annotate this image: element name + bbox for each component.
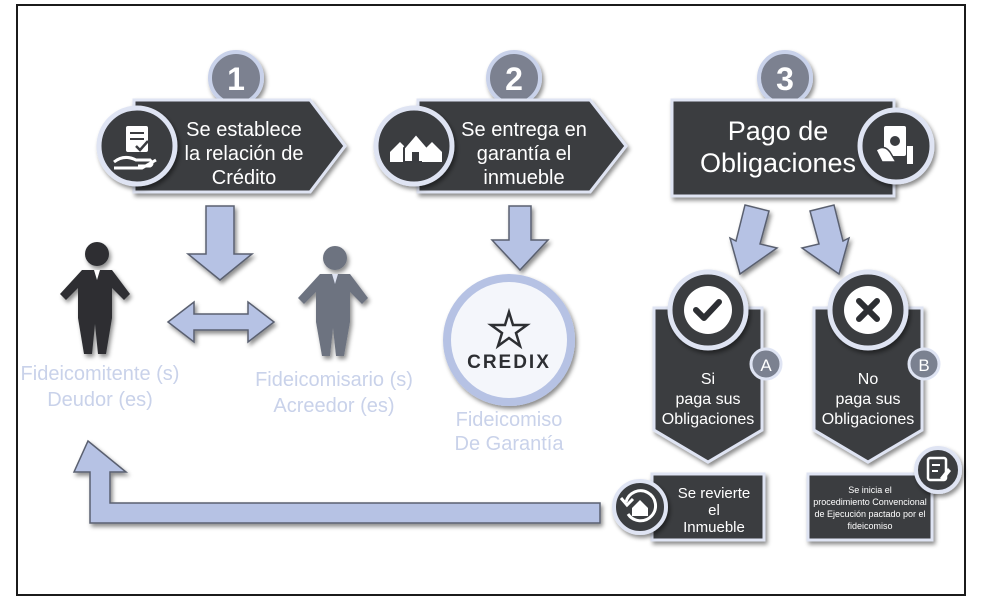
outcome-b: B No paga sus Obligaciones xyxy=(812,269,941,464)
outcome-a: A Si paga sus Obligaciones xyxy=(652,269,783,464)
step-2: 2 Se entrega en garantía el inmueble xyxy=(373,50,628,194)
credix-logo-text: CREDIX xyxy=(467,352,551,373)
step-1-number: 1 xyxy=(227,61,245,97)
trust-label-line1: Fideicomiso xyxy=(456,409,563,431)
credit-hand-icon xyxy=(96,105,178,187)
step-2-number: 2 xyxy=(505,61,523,97)
creditor-label-line1: Fideicomisario (s) xyxy=(255,369,413,391)
arrow-down-left-step-3 xyxy=(728,204,779,276)
outcome-a-line2: paga sus xyxy=(676,391,741,408)
result-b-line3: de Ejecución pactado por el xyxy=(814,509,925,519)
outcome-a-badge-letter: A xyxy=(760,356,772,375)
return-arrow xyxy=(72,439,601,524)
result-a-line2: el xyxy=(708,502,720,519)
trust-label-line2: De Garantía xyxy=(455,433,565,455)
arrow-down-step-2 xyxy=(490,205,550,272)
outcome-a-line3: Obligaciones xyxy=(662,411,755,428)
step-1-line3: Crédito xyxy=(212,167,276,189)
check-icon xyxy=(667,269,749,351)
result-b-line1: Se inicia el xyxy=(848,485,892,495)
clipboard-edit-icon xyxy=(914,446,962,494)
arrow-down-right-step-3 xyxy=(800,204,851,276)
step-3-box xyxy=(670,98,896,198)
flow-arrows-top xyxy=(185,204,851,281)
outcome-b-badge xyxy=(907,347,941,381)
house-revert-icon xyxy=(612,479,668,535)
exchange-double-arrow xyxy=(166,300,276,344)
debtor-label-line1: Fideicomitente (s) xyxy=(21,363,180,385)
arrow-down-step-1 xyxy=(185,205,255,281)
outcome-b-badge-letter: B xyxy=(918,356,929,375)
outcome-b-line1: No xyxy=(858,371,879,388)
star-icon xyxy=(487,307,531,350)
creditor-figure xyxy=(298,246,368,356)
cross-icon xyxy=(827,269,909,351)
step-1-line1: Se establece xyxy=(186,119,302,141)
debtor-label-line2: Deudor (es) xyxy=(47,389,153,411)
result-b: Se inicia el procedimiento Convencional … xyxy=(806,446,962,542)
result-b-line2: procedimiento Convencional xyxy=(813,497,927,507)
trust-logo: CREDIX xyxy=(443,274,575,406)
result-b-line4: fideicomiso xyxy=(847,521,892,531)
result-a-box xyxy=(650,472,766,542)
step-1-line2: la relación de xyxy=(185,143,304,165)
money-hand-icon xyxy=(857,107,935,185)
step-2-line3: inmueble xyxy=(483,167,564,189)
step-2-line1: Se entrega en xyxy=(461,119,587,141)
step-3-number: 3 xyxy=(776,61,794,97)
result-b-box xyxy=(806,472,934,542)
result-a-line1: Se revierte xyxy=(678,485,751,502)
step-1: 1 Se establece la relación de Crédito xyxy=(96,50,347,194)
step-3-line2: Obligaciones xyxy=(700,148,856,178)
outcome-a-line1: Si xyxy=(701,371,715,388)
result-a-line3: Inmueble xyxy=(683,519,745,536)
outcome-b-line3: Obligaciones xyxy=(822,411,915,428)
creditor-label-line2: Acreedor (es) xyxy=(273,395,394,417)
houses-icon xyxy=(373,105,455,187)
step-2-line2: garantía el xyxy=(477,143,572,165)
outcome-b-line2: paga sus xyxy=(836,391,901,408)
debtor-figure xyxy=(60,242,130,354)
step-3: 3 Pago de Obligaciones xyxy=(670,50,935,198)
step-3-line1: Pago de xyxy=(728,116,829,146)
result-a: Se revierte el Inmueble xyxy=(612,472,766,542)
outcome-a-badge xyxy=(749,347,783,381)
